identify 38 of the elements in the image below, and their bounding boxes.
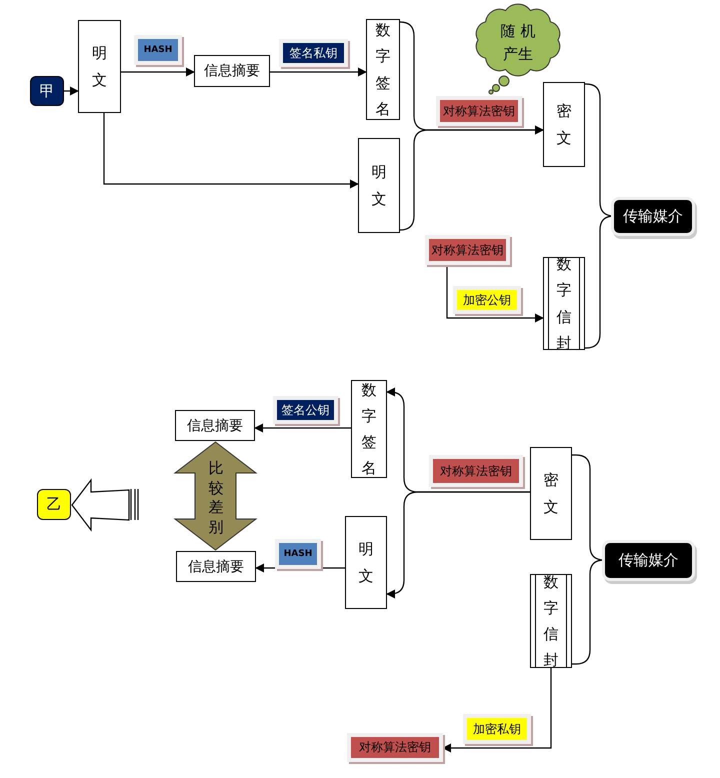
text-box: 数字签名: [366, 19, 400, 120]
arrow: [103, 113, 359, 188]
rounded-box: 传输媒介: [605, 543, 692, 578]
arrow: [399, 126, 544, 231]
key-box: 对称算法密钥: [436, 96, 522, 126]
brace-connector: [572, 454, 605, 561]
arrow: [446, 265, 544, 322]
key-box: 对称算法密钥: [347, 733, 443, 762]
text-box: 明文: [78, 20, 121, 113]
edge-label: HASH: [275, 539, 321, 569]
arrow: [442, 668, 552, 752]
process-box: 信息摘要: [175, 410, 255, 441]
arrow: [386, 491, 530, 598]
arrow: [254, 424, 351, 432]
rounded-box: 甲: [30, 76, 64, 106]
text-box: 密文: [530, 447, 572, 540]
arrow: [270, 68, 367, 76]
text-box: 数字签名: [351, 380, 387, 478]
key-box: 对称算法密钥: [425, 235, 510, 265]
arrow: [64, 86, 79, 96]
process-box: 信息摘要: [176, 551, 256, 582]
envelope-box: 数字信封: [543, 257, 585, 350]
rounded-box: 乙: [37, 489, 71, 520]
text-box: 明文: [345, 516, 387, 609]
block-arrow: [71, 479, 140, 531]
rounded-box: 传输媒介: [614, 200, 692, 233]
edge-label: 签名公钥: [273, 396, 338, 424]
process-box: 信息摘要: [194, 55, 270, 87]
envelope-box: 数字信封: [530, 574, 572, 668]
key-box: 对称算法密钥: [429, 455, 523, 487]
arrow: [121, 68, 195, 76]
edge-label: HASH: [134, 35, 182, 65]
edge-label: 签名私钥: [279, 39, 348, 67]
brace-connector: [572, 559, 605, 665]
text-box: 明文: [358, 138, 400, 233]
edge-label: 加密公钥: [453, 286, 521, 314]
text-box: 密文: [543, 82, 585, 167]
edge-label: 加密私钥: [463, 714, 531, 744]
